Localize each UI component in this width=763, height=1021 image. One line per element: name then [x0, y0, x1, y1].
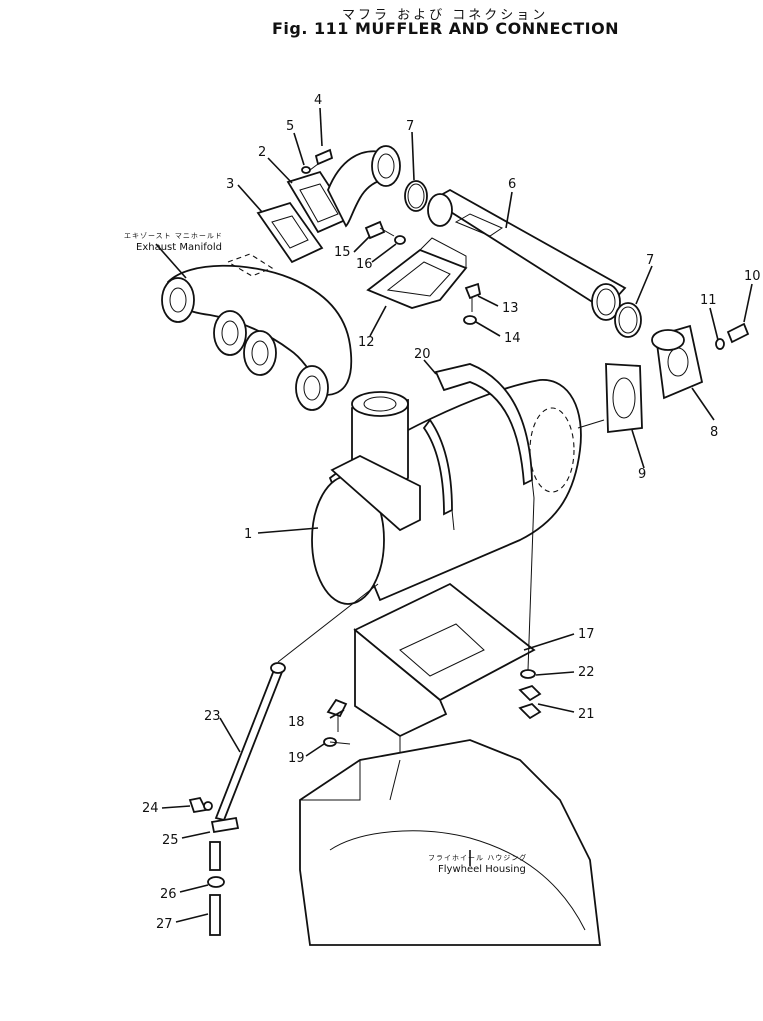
- callout-2: 2: [258, 145, 266, 160]
- callout-26: 26: [160, 887, 177, 902]
- gasket-3: [256, 201, 324, 264]
- connector-lines: [277, 419, 605, 801]
- bolt-4: [309, 148, 334, 171]
- callout-4: 4: [314, 93, 322, 108]
- flange-8: [651, 324, 704, 400]
- washer-11: [715, 338, 725, 350]
- note-flywheel-housing-jp: フライホイール ハウジング: [428, 853, 527, 862]
- callout-11: 11: [700, 293, 717, 308]
- title-japanese: マフラ および コネクション: [342, 8, 549, 23]
- callout-12: 12: [358, 335, 375, 350]
- bolt-15: [364, 220, 395, 240]
- washer-16: [394, 235, 406, 245]
- callout-3: 3: [226, 177, 234, 192]
- callout-24: 24: [142, 801, 159, 816]
- clip-24: [188, 796, 213, 814]
- callout-20: 20: [414, 347, 431, 362]
- callout-7a: 7: [406, 119, 414, 134]
- note-exhaust-manifold-jp: エキゾースト マニホールド: [124, 232, 223, 240]
- callout-17: 17: [578, 627, 595, 642]
- note-exhaust-manifold-en: Exhaust Manifold: [136, 242, 222, 253]
- pipe-6: [427, 188, 627, 321]
- nut-26: [207, 876, 225, 888]
- callout-23: 23: [204, 709, 221, 724]
- washer-5: [301, 166, 311, 174]
- callout-8: 8: [710, 425, 718, 440]
- seal-ring-7b: [614, 302, 642, 338]
- washer-22: [520, 669, 536, 679]
- callout-labels: 1 2 3 4 5 6 7 7 8 9 10 11 12 13 14 15 16…: [142, 93, 761, 932]
- callout-9: 9: [638, 467, 646, 482]
- fitting-25: [209, 816, 240, 871]
- note-flywheel-housing-en: Flywheel Housing: [438, 864, 526, 875]
- callout-15: 15: [334, 245, 351, 260]
- callout-16: 16: [356, 257, 373, 272]
- callout-18: 18: [288, 715, 305, 730]
- callout-5: 5: [286, 119, 294, 134]
- bolt-13: [464, 282, 482, 312]
- callout-21: 21: [578, 707, 595, 722]
- seal-ring-7a: [404, 180, 428, 212]
- elbow-2: [286, 145, 401, 234]
- nut-21: [518, 684, 542, 720]
- callout-27: 27: [156, 917, 173, 932]
- callout-14: 14: [504, 331, 521, 346]
- gasket-9: [605, 363, 643, 434]
- title-english: Fig. 111 MUFFLER AND CONNECTION: [272, 19, 620, 38]
- callout-6: 6: [508, 177, 516, 192]
- band-20: [422, 363, 535, 531]
- drain-pipe-23: [214, 662, 286, 822]
- bolt-18: [326, 698, 348, 732]
- bracket-12: [366, 237, 468, 309]
- tube-27: [209, 894, 221, 936]
- callout-19: 19: [288, 751, 305, 766]
- callout-7b: 7: [646, 253, 654, 268]
- leader-lines: [155, 107, 753, 923]
- bracket-17: [353, 582, 536, 760]
- callout-13: 13: [502, 301, 519, 316]
- callout-22: 22: [578, 665, 595, 680]
- callout-10: 10: [744, 269, 761, 284]
- exhaust-manifold: [161, 253, 353, 411]
- callout-25: 25: [162, 833, 179, 848]
- washer-14: [463, 315, 477, 325]
- flywheel-housing: [299, 739, 602, 946]
- bolt-10: [726, 322, 750, 344]
- note-exhaust-manifold: エキゾースト マニホールド Exhaust Manifold: [124, 232, 223, 253]
- callout-1: 1: [244, 527, 252, 542]
- note-flywheel-housing: フライホイール ハウジング Flywheel Housing: [428, 853, 527, 875]
